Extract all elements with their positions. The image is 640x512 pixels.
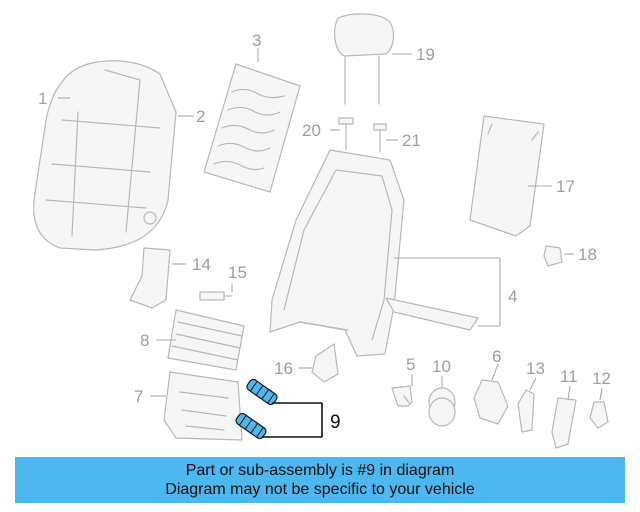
- callout-12: 12: [592, 369, 611, 388]
- callout-18: 18: [578, 245, 597, 264]
- callout-4: 4: [508, 287, 517, 306]
- callout-1: 1: [38, 89, 47, 108]
- callout-9: 9: [330, 412, 341, 433]
- highlighted-spring-part: [235, 378, 278, 440]
- callout-13: 13: [526, 359, 545, 378]
- knob-part: [428, 387, 456, 427]
- bolt-part: [391, 385, 413, 407]
- seat-back-frame-part: [269, 149, 479, 357]
- headrest-guide-part: [338, 117, 387, 153]
- callout-17: 17: [556, 177, 575, 196]
- seat-back-cover-part: [33, 60, 177, 251]
- callout-labels: 1 2 3 4 5 6 7 8 9 10 11 12 13 14 15 16 1…: [38, 31, 611, 433]
- info-banner: Part or sub-assembly is #9 in diagram Di…: [15, 457, 625, 503]
- fastener-part: [199, 291, 233, 301]
- callout-16: 16: [274, 359, 293, 378]
- seat-back-pad-part: [203, 63, 301, 193]
- callout-3: 3: [252, 31, 261, 50]
- callout-2: 2: [196, 107, 205, 126]
- recliner-part: [473, 379, 509, 425]
- bracket-part: [129, 247, 171, 309]
- cap-part: [589, 401, 609, 429]
- lumbar-support-part: [167, 309, 245, 371]
- lever-part: [551, 397, 577, 449]
- trim-part: [311, 343, 339, 383]
- callout-leader-lines: [58, 48, 603, 401]
- banner-line-2: Diagram may not be specific to your vehi…: [165, 481, 475, 498]
- callout-19: 19: [416, 45, 435, 64]
- callout-14: 14: [192, 255, 211, 274]
- callout-20: 20: [302, 121, 321, 140]
- callout-11: 11: [560, 367, 578, 386]
- banner-line-1: Part or sub-assembly is #9 in diagram: [185, 462, 455, 479]
- callout-15: 15: [228, 263, 247, 282]
- callout-5: 5: [406, 355, 415, 374]
- back-panel-part: [469, 115, 545, 237]
- headrest-part: [334, 13, 395, 105]
- highlight-bracket: [262, 402, 323, 438]
- cushion-support-part: [163, 371, 243, 441]
- callout-7: 7: [134, 387, 143, 406]
- clip-part: [543, 245, 563, 267]
- callout-8: 8: [140, 331, 149, 350]
- callout-6: 6: [492, 347, 501, 366]
- callout-21: 21: [402, 131, 421, 150]
- handle-part: [517, 389, 535, 433]
- callout-10: 10: [432, 357, 451, 376]
